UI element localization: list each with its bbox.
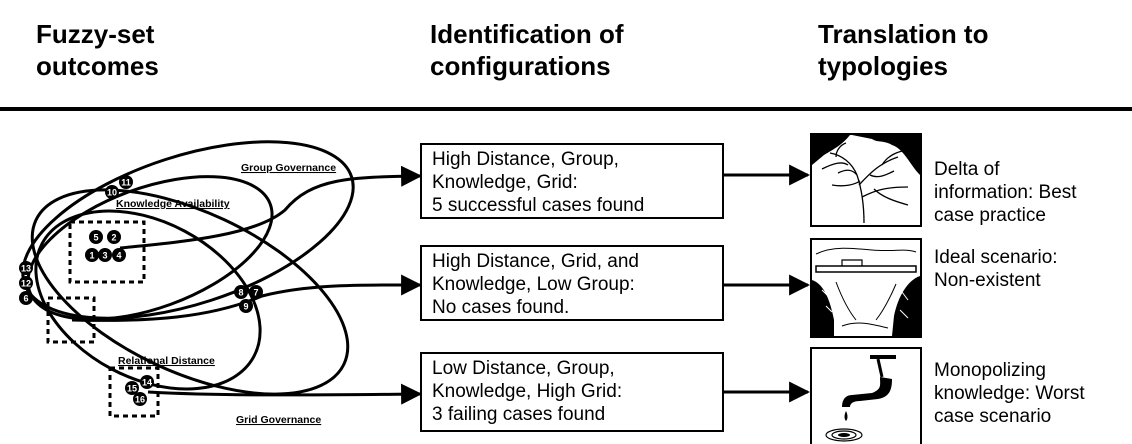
case-node-label: 7 <box>253 288 258 298</box>
connector-arrow-1 <box>119 165 423 250</box>
case-node-label: 13 <box>21 264 31 274</box>
case-node-label: 15 <box>127 384 137 394</box>
case-node-label: 8 <box>238 288 243 298</box>
set-label-knowledge-availability: Knowledge Availability <box>116 198 230 210</box>
typology-text-3: Monopolizing knowledge: Worst case scena… <box>934 359 1085 428</box>
typology-line: Delta of <box>934 159 1000 180</box>
typology-text-2: Ideal scenario: Non-existent <box>934 246 1058 292</box>
case-node-label: 11 <box>121 178 131 188</box>
config-line: High Distance, Grid, and <box>432 251 639 272</box>
case-node-label: 5 <box>93 233 98 243</box>
case-node-11: 11 <box>119 175 133 189</box>
case-node-12: 12 <box>19 276 33 290</box>
case-node-label: 3 <box>102 251 107 261</box>
case-node-label: 10 <box>107 188 117 198</box>
case-node-label: 9 <box>243 302 248 312</box>
dripping-faucet-icon <box>810 347 922 444</box>
config-line: 3 failing cases found <box>432 404 606 425</box>
case-node-13: 13 <box>19 261 33 275</box>
set-label-relational-distance: Relational Distance <box>118 355 215 367</box>
case-node-8: 8 <box>234 285 248 299</box>
case-node-9: 9 <box>239 299 253 313</box>
typology-line: knowledge: Worst <box>934 383 1085 404</box>
case-node-label: 12 <box>21 279 31 289</box>
config-line: 5 successful cases found <box>432 195 645 216</box>
case-node-label: 2 <box>111 233 116 243</box>
connector-arrow-3 <box>147 383 423 405</box>
header-line: Identification of <box>430 19 624 49</box>
case-node-label: 4 <box>116 251 121 261</box>
case-node-3: 3 <box>98 248 112 262</box>
configuration-box-3: Low Distance, Group, Knowledge, High Gri… <box>420 352 724 432</box>
typology-text-1: Delta of information: Best case practice <box>934 158 1077 227</box>
case-node-14: 14 <box>140 375 154 389</box>
typology-line: Non-existent <box>934 270 1041 291</box>
case-node-10: 10 <box>105 185 119 199</box>
header-line: Translation to <box>818 19 989 49</box>
case-node-5: 5 <box>89 230 103 244</box>
typology-line: case practice <box>934 205 1046 226</box>
connector-arrow-2 <box>71 274 423 322</box>
case-node-2: 2 <box>107 230 121 244</box>
set-label-group-governance: Group Governance <box>241 162 336 174</box>
header-line: typologies <box>818 51 949 81</box>
configuration-region-1 <box>68 220 146 284</box>
config-line: Knowledge, High Grid: <box>432 381 623 402</box>
case-node-label: 14 <box>142 378 152 388</box>
case-node-16: 16 <box>133 392 147 406</box>
header-identification-of-configurations: Identification of configurations <box>430 18 624 82</box>
typology-line: information: Best <box>934 182 1077 203</box>
header-translation-to-typologies: Translation to typologies <box>818 18 988 82</box>
case-node-label: 1 <box>89 251 94 261</box>
configuration-box-1: High Distance, Group, Knowledge, Grid: 5… <box>420 143 724 219</box>
config-line: Low Distance, Group, <box>432 358 615 379</box>
case-node-6: 6 <box>19 291 33 305</box>
typology-line: case scenario <box>934 406 1052 427</box>
typology-line: Monopolizing <box>934 360 1046 381</box>
typology-line: Ideal scenario: <box>934 247 1058 268</box>
case-node-label: 16 <box>135 395 145 405</box>
grid-governance-ellipse <box>30 188 350 396</box>
case-node-label: 6 <box>23 294 28 304</box>
case-node-15: 15 <box>125 381 139 395</box>
configuration-box-2: High Distance, Grid, and Knowledge, Low … <box>420 245 724 321</box>
config-line: No cases found. <box>432 297 570 318</box>
case-node-4: 4 <box>112 248 126 262</box>
header-divider <box>0 107 1132 111</box>
header-line: Fuzzy-set <box>36 19 155 49</box>
config-line: Knowledge, Grid: <box>432 172 578 193</box>
river-delta-icon <box>810 133 922 227</box>
header-fuzzy-set-outcomes: Fuzzy-set outcomes <box>36 18 159 82</box>
config-line: Knowledge, Low Group: <box>432 274 635 295</box>
set-label-grid-governance: Grid Governance <box>236 414 321 426</box>
config-line: High Distance, Group, <box>432 149 619 170</box>
header-line: outcomes <box>36 51 159 81</box>
case-node-7: 7 <box>249 285 263 299</box>
case-node-1: 1 <box>85 248 99 262</box>
bridge-over-gorge-icon <box>810 238 922 338</box>
header-line: configurations <box>430 51 611 81</box>
